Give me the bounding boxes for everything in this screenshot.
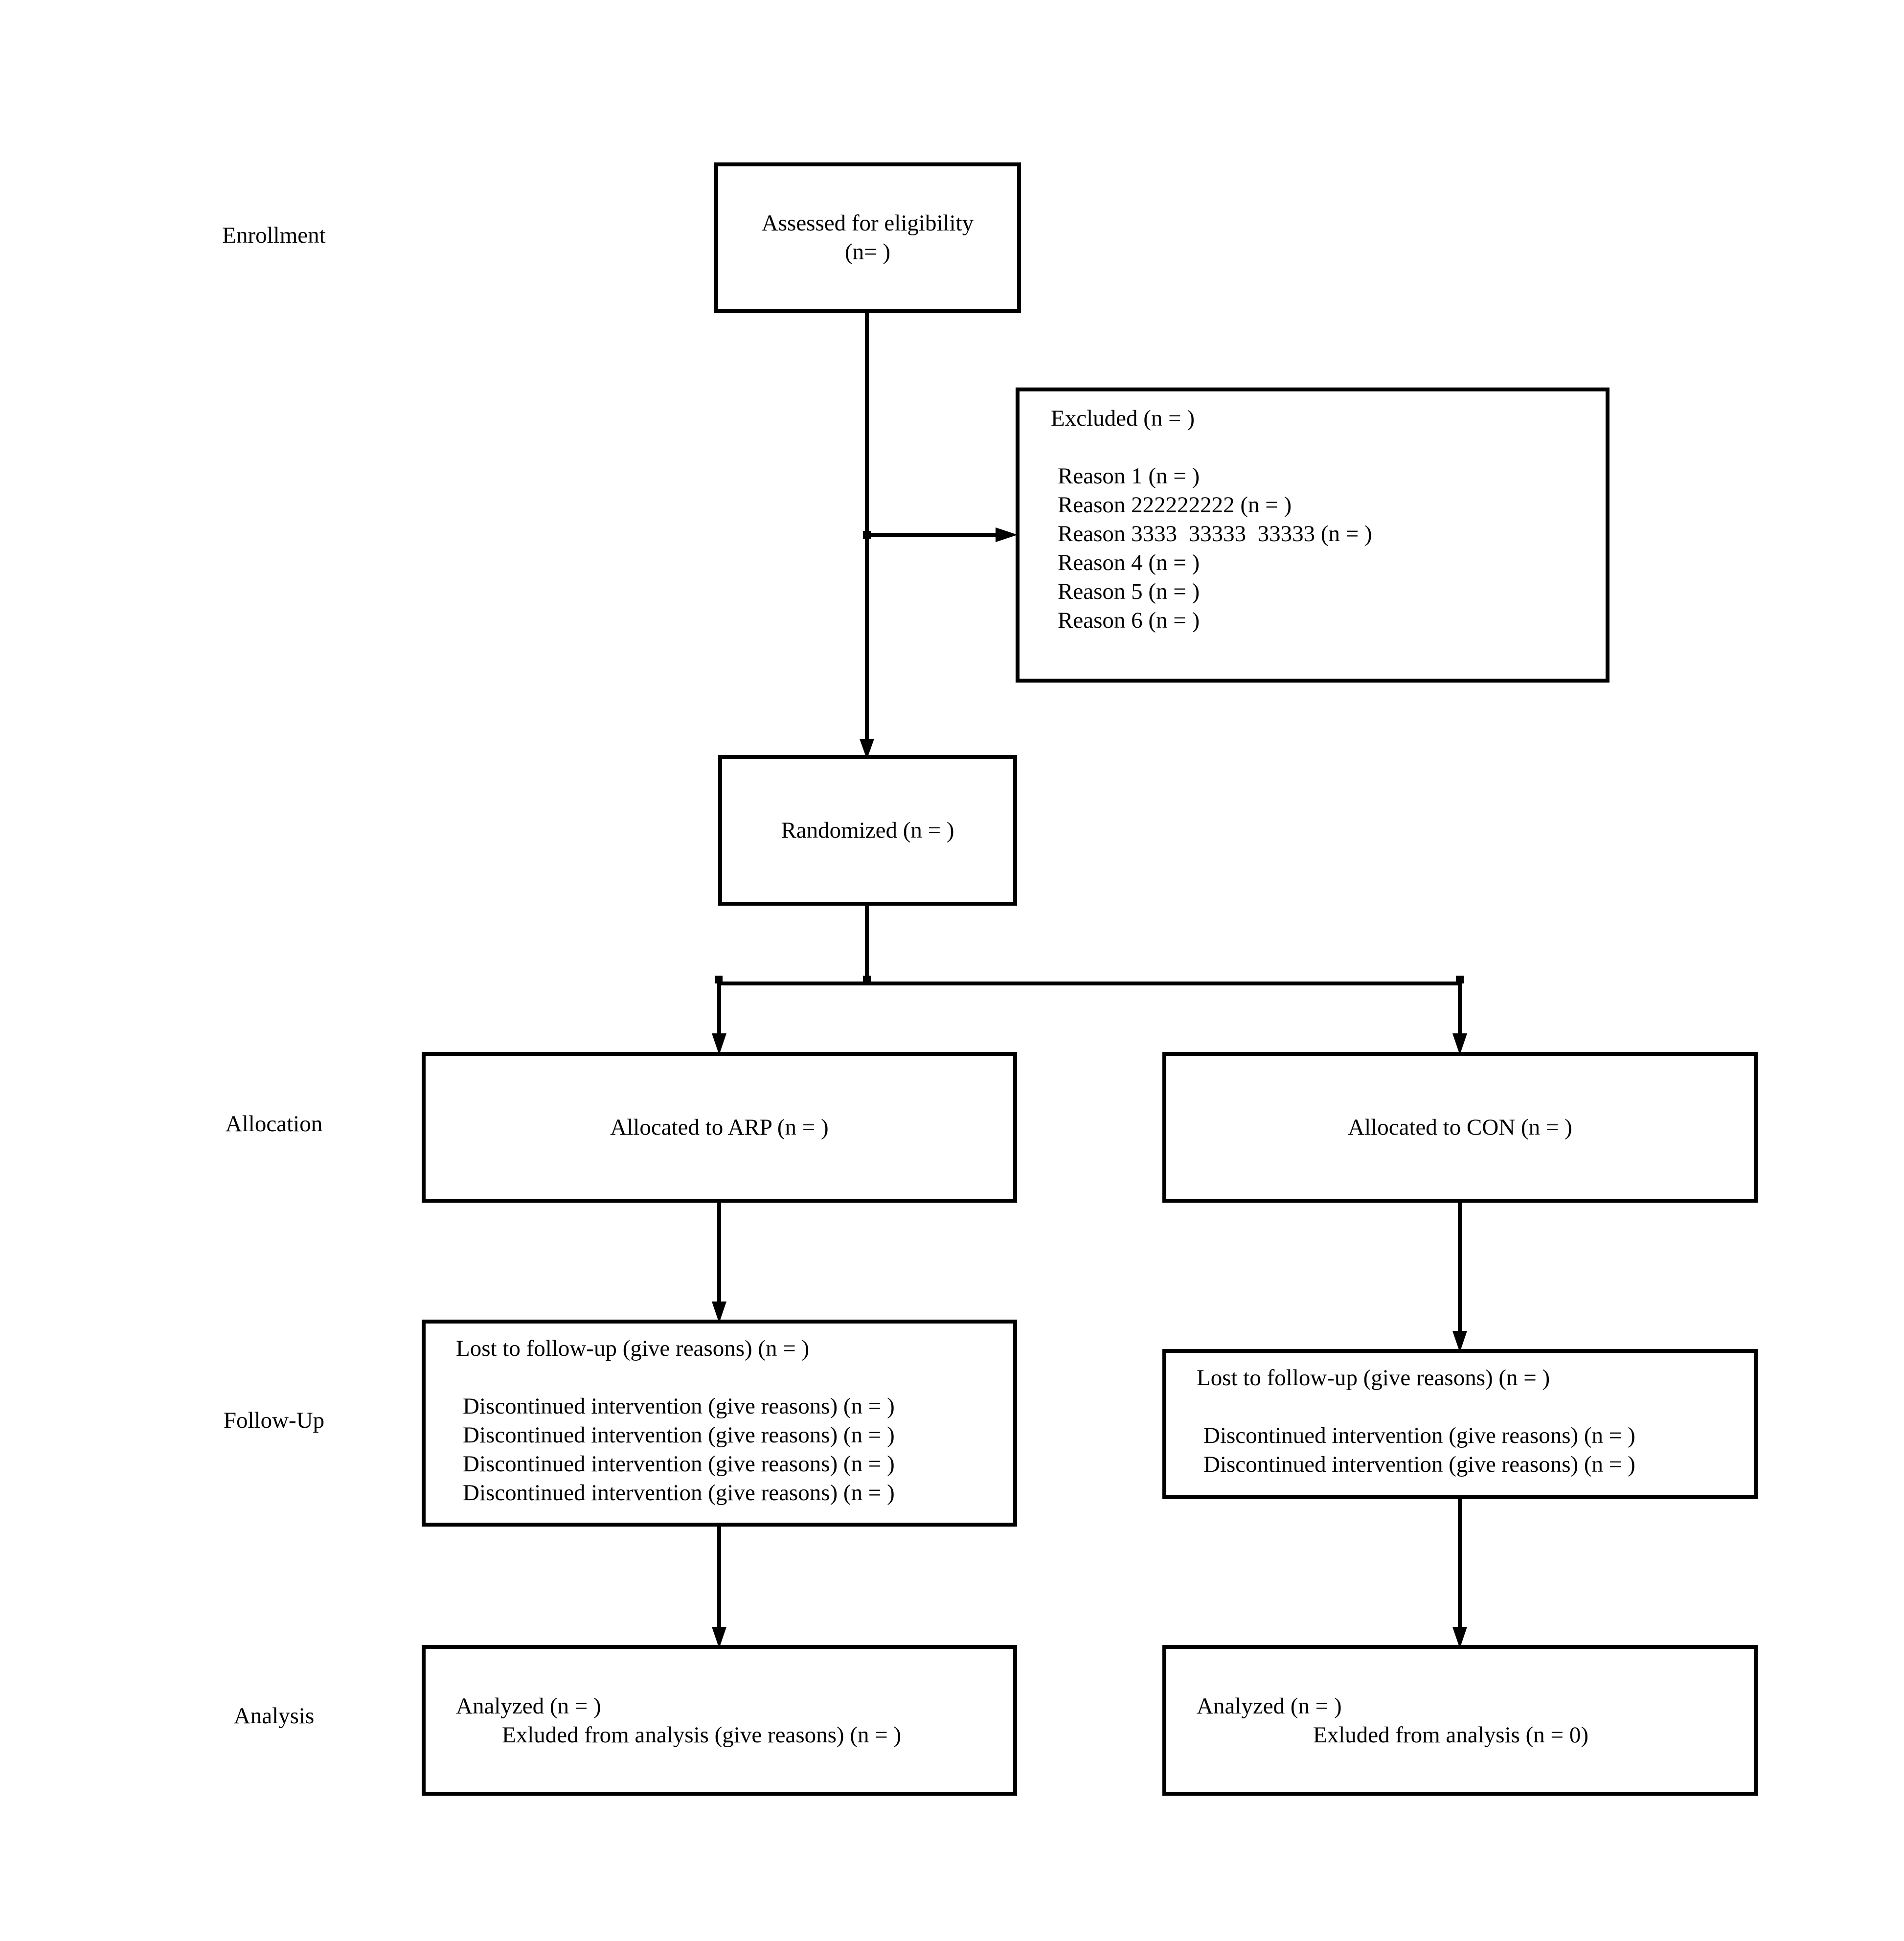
arrowhead-arp-analysis [712,1627,726,1648]
followup-arp-discontinued: Discontinued intervention (give reasons)… [463,1480,895,1506]
stage-label-follow-up: Follow-Up [223,1408,325,1433]
excluded-reason: Reason 222222222 (n = ) [1058,492,1292,518]
stage-label-analysis: Analysis [233,1703,315,1729]
analysis-con-box: Analyzed (n = ) Exluded from analysis (n… [1162,1645,1758,1796]
excluded-reason: Reason 1 (n = ) [1058,463,1200,489]
excluded-reason: Reason 4 (n = ) [1058,550,1200,575]
followup-con-box: Lost to follow-up (give reasons) (n = ) … [1162,1349,1758,1499]
assessed-line-2: (n= ) [844,239,891,265]
junction-excluded [863,531,871,539]
analysis-con-excluded: Exluded from analysis (n = 0) [1313,1722,1588,1748]
randomized-box: Randomized (n = ) [718,755,1017,906]
stage-label-enrollment: Enrollment [222,223,326,248]
followup-arp-discontinued: Discontinued intervention (give reasons)… [463,1393,895,1419]
junction-right [1456,976,1464,983]
arrowhead-con-analysis [1452,1627,1467,1648]
junction-center [863,976,871,983]
followup-arp-box: Lost to follow-up (give reasons) (n = ) … [422,1320,1017,1527]
analysis-arp-box: Analyzed (n = ) Exluded from analysis (g… [422,1645,1017,1796]
followup-con-discontinued: Discontinued intervention (give reasons)… [1203,1423,1635,1448]
assessed-box: Assessed for eligibility (n= ) [714,162,1021,313]
excluded-reason: Reason 3333 33333 33333 (n = ) [1058,521,1372,547]
allocated-arp-label: Allocated to ARP (n = ) [610,1114,829,1140]
excluded-reason: Reason 5 (n = ) [1058,579,1200,604]
arrowhead-arp-followup [712,1302,726,1323]
analysis-arp-excluded: Exluded from analysis (give reasons) (n … [502,1722,902,1748]
excluded-reasons-list: Reason 1 (n = ) Reason 222222222 (n = ) … [1058,462,1372,635]
followup-con-discontinued-list: Discontinued intervention (give reasons)… [1203,1421,1635,1479]
arrowhead-excluded [996,527,1018,542]
assessed-line-1: Assessed for eligibility [761,210,974,236]
followup-con-discontinued: Discontinued intervention (give reasons)… [1203,1452,1635,1477]
allocated-con-box: Allocated to CON (n = ) [1162,1052,1758,1203]
junction-left [715,976,723,983]
arrowhead-con [1452,1033,1467,1055]
followup-arp-discontinued-list: Discontinued intervention (give reasons)… [463,1392,895,1507]
followup-arp-lost: Lost to follow-up (give reasons) (n = ) [456,1336,810,1361]
stage-label-allocation: Allocation [225,1111,323,1137]
arrowhead-arp [712,1033,726,1055]
followup-con-lost: Lost to follow-up (give reasons) (n = ) [1197,1365,1550,1391]
analysis-arp-analyzed: Analyzed (n = ) [456,1693,601,1719]
analysis-con-analyzed: Analyzed (n = ) [1197,1693,1342,1719]
allocated-arp-box: Allocated to ARP (n = ) [422,1052,1017,1203]
arrowhead-con-followup [1452,1331,1467,1352]
excluded-box: Excluded (n = ) Reason 1 (n = ) Reason 2… [1016,388,1609,683]
randomized-label: Randomized (n = ) [781,817,954,843]
allocated-con-label: Allocated to CON (n = ) [1348,1114,1572,1140]
followup-arp-discontinued: Discontinued intervention (give reasons)… [463,1422,895,1448]
arrowhead-randomized [860,739,874,759]
followup-arp-discontinued: Discontinued intervention (give reasons)… [463,1451,895,1477]
excluded-reason: Reason 6 (n = ) [1058,608,1200,633]
excluded-title: Excluded (n = ) [1051,406,1195,431]
